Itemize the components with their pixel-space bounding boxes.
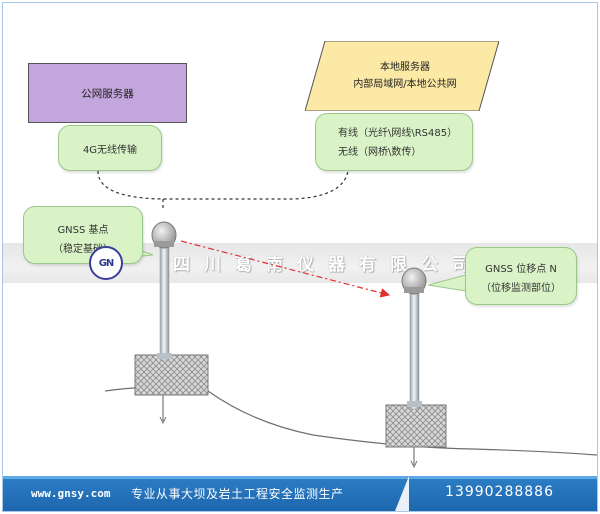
rover-foundation	[385, 404, 447, 448]
rover-pole	[409, 290, 420, 410]
bubble-links-wired: 有线（光纤\网线\RS485）	[338, 128, 458, 139]
footer-phone: 13990288886	[445, 484, 554, 500]
base-foundation	[134, 354, 209, 396]
bubble-rover-subtitle: （位移监测部位）	[481, 283, 561, 294]
bubble-4g-label: 4G无线传输	[82, 145, 138, 156]
footer-bar: www.gnsy.com 专业从事大坝及岩土工程安全监测生产 139902888…	[3, 476, 597, 511]
bubble-links-wireless: 无线（网桥\数传）	[338, 147, 422, 158]
public-server-label: 公网服务器	[81, 87, 134, 100]
footer-divider	[395, 476, 409, 511]
ground-line	[104, 386, 597, 456]
footer-slogan: 专业从事大坝及岩土工程安全监测生产	[131, 487, 344, 501]
company-logo-text: GN	[98, 257, 115, 269]
bubble-base: GNSS 基点 （稳定基础）	[23, 206, 143, 264]
base-pole	[159, 244, 170, 361]
footer-website[interactable]: www.gnsy.com	[31, 487, 111, 500]
bubble-links: 有线（光纤\网线\RS485） 无线（网桥\数传）	[315, 113, 473, 171]
local-server-subtitle: 内部局域网/本地公共网	[353, 79, 457, 90]
displacement-arrow	[180, 240, 391, 298]
bubble-rover-title: GNSS 位移点 N	[485, 264, 557, 275]
local-server-title: 本地服务器	[380, 62, 430, 73]
bubble-4g: 4G无线传输	[58, 125, 162, 171]
public-server-box: 公网服务器	[28, 63, 187, 123]
company-logo: GN	[89, 246, 123, 280]
bubble-rover: GNSS 位移点 N （位移监测部位）	[465, 247, 577, 305]
footer-stripe	[3, 476, 597, 479]
bubble-base-title: GNSS 基点	[57, 225, 109, 236]
local-server-box: 本地服务器 内部局域网/本地公共网	[305, 41, 499, 111]
bubble-base-subtitle: （稳定基础）	[53, 244, 113, 255]
dashed-link-line	[97, 170, 349, 200]
company-band-text: 四川葛南仪器有限公司	[173, 255, 483, 275]
